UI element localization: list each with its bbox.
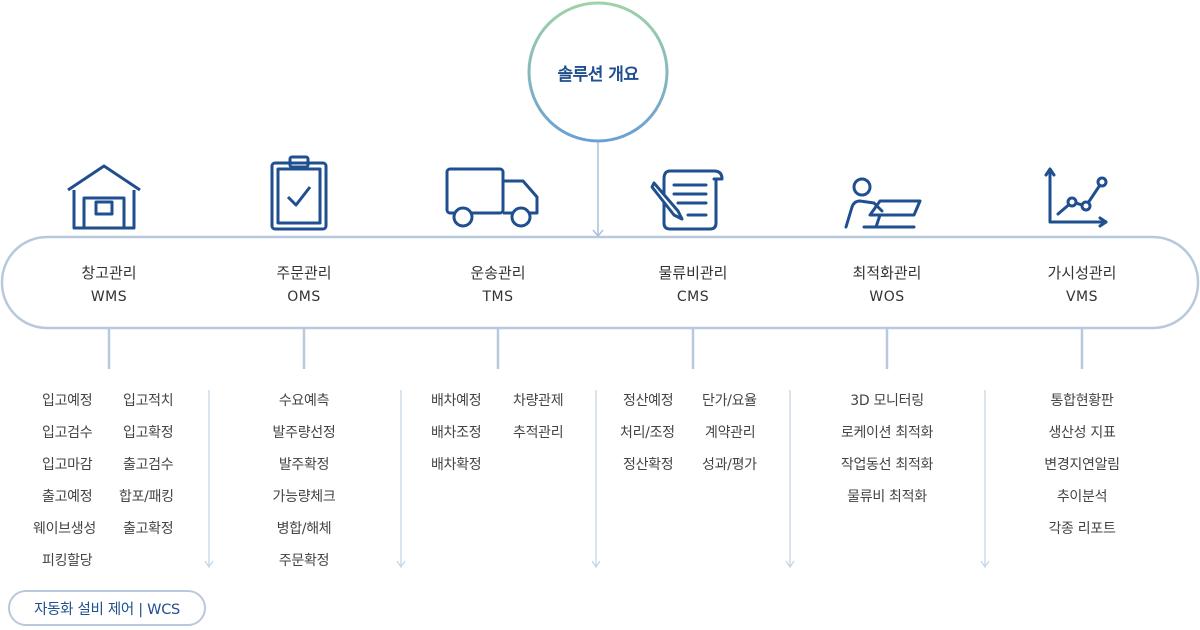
document-sign-icon bbox=[650, 169, 724, 231]
list-item: 처리/조정 bbox=[620, 425, 675, 441]
list-item: 입고예정 bbox=[42, 393, 93, 409]
list-item: 물류비 최적화 bbox=[847, 489, 927, 505]
list-item: 생산성 지표 bbox=[1048, 425, 1116, 441]
list-item: 발주확정 bbox=[278, 457, 330, 473]
solution-name-cms: 물류비관리 bbox=[658, 264, 728, 282]
list-item: 변경지연알림 bbox=[1044, 457, 1120, 473]
list-item: 입고검수 bbox=[42, 425, 93, 441]
list-item: 주문확정 bbox=[278, 553, 330, 569]
solution-name-wms: 창고관리 bbox=[81, 264, 137, 282]
list-item: 출고검수 bbox=[123, 457, 174, 473]
solution-code-vms: VMS bbox=[1065, 289, 1099, 305]
truck-icon bbox=[445, 167, 539, 228]
list-item: 정산예정 bbox=[623, 393, 674, 409]
list-item: 가능량체크 bbox=[272, 489, 336, 505]
list-item: 입고적치 bbox=[123, 393, 174, 409]
list-item: 웨이브생성 bbox=[33, 521, 96, 537]
list-item: 병합/해체 bbox=[276, 521, 332, 537]
solution-code-wos: WOS bbox=[869, 289, 905, 305]
list-item: 출고예정 bbox=[42, 489, 93, 505]
list-item: 작업동선 최적화 bbox=[840, 457, 934, 473]
list-item: 배차확정 bbox=[431, 457, 482, 473]
list-item: 수요예측 bbox=[278, 393, 330, 409]
overview-title: 솔루션 개요 bbox=[557, 64, 639, 85]
list-item: 각종 리포트 bbox=[1048, 521, 1116, 537]
list-item: 합포/패킹 bbox=[119, 489, 174, 505]
person-laptop-icon bbox=[844, 177, 922, 229]
solution-code-oms: OMS bbox=[287, 289, 321, 305]
list-item: 배차조정 bbox=[431, 425, 482, 441]
solutions-band bbox=[0, 235, 1200, 330]
solution-code-tms: TMS bbox=[482, 289, 514, 305]
list-item: 입고확정 bbox=[123, 425, 174, 441]
list-item: 추이분석 bbox=[1056, 489, 1108, 505]
line-chart-icon bbox=[1044, 167, 1108, 228]
list-item: 피킹할당 bbox=[42, 553, 93, 569]
solution-name-vms: 가시성관리 bbox=[1047, 264, 1117, 282]
list-item: 계약관리 bbox=[705, 425, 756, 441]
list-item: 출고확정 bbox=[123, 521, 174, 537]
warehouse-icon bbox=[67, 164, 141, 230]
solution-code-cms: CMS bbox=[676, 289, 710, 305]
overview-ring bbox=[527, 1, 669, 143]
list-item: 입고마감 bbox=[42, 457, 93, 473]
solution-name-wos: 최적화관리 bbox=[852, 264, 922, 282]
solution-name-oms: 주문관리 bbox=[276, 264, 332, 282]
list-item: 배차예정 bbox=[431, 393, 482, 409]
list-item: 로케이션 최적화 bbox=[840, 425, 934, 441]
list-item: 통합현황판 bbox=[1050, 393, 1114, 409]
solution-code-wms: WMS bbox=[90, 289, 128, 305]
list-item: 차량관제 bbox=[513, 393, 564, 409]
list-item: 발주량선정 bbox=[272, 425, 336, 441]
solution-name-tms: 운송관리 bbox=[470, 264, 526, 282]
list-item: 단가/요율 bbox=[702, 393, 757, 409]
wcs-badge: 자동화 설비 제어 | WCS bbox=[8, 590, 206, 626]
list-item: 성과/평가 bbox=[702, 457, 757, 473]
list-item: 추적관리 bbox=[513, 425, 564, 441]
list-item: 정산확정 bbox=[623, 457, 674, 473]
clipboard-check-icon bbox=[270, 155, 328, 231]
list-item: 3D 모니터링 bbox=[850, 393, 924, 409]
